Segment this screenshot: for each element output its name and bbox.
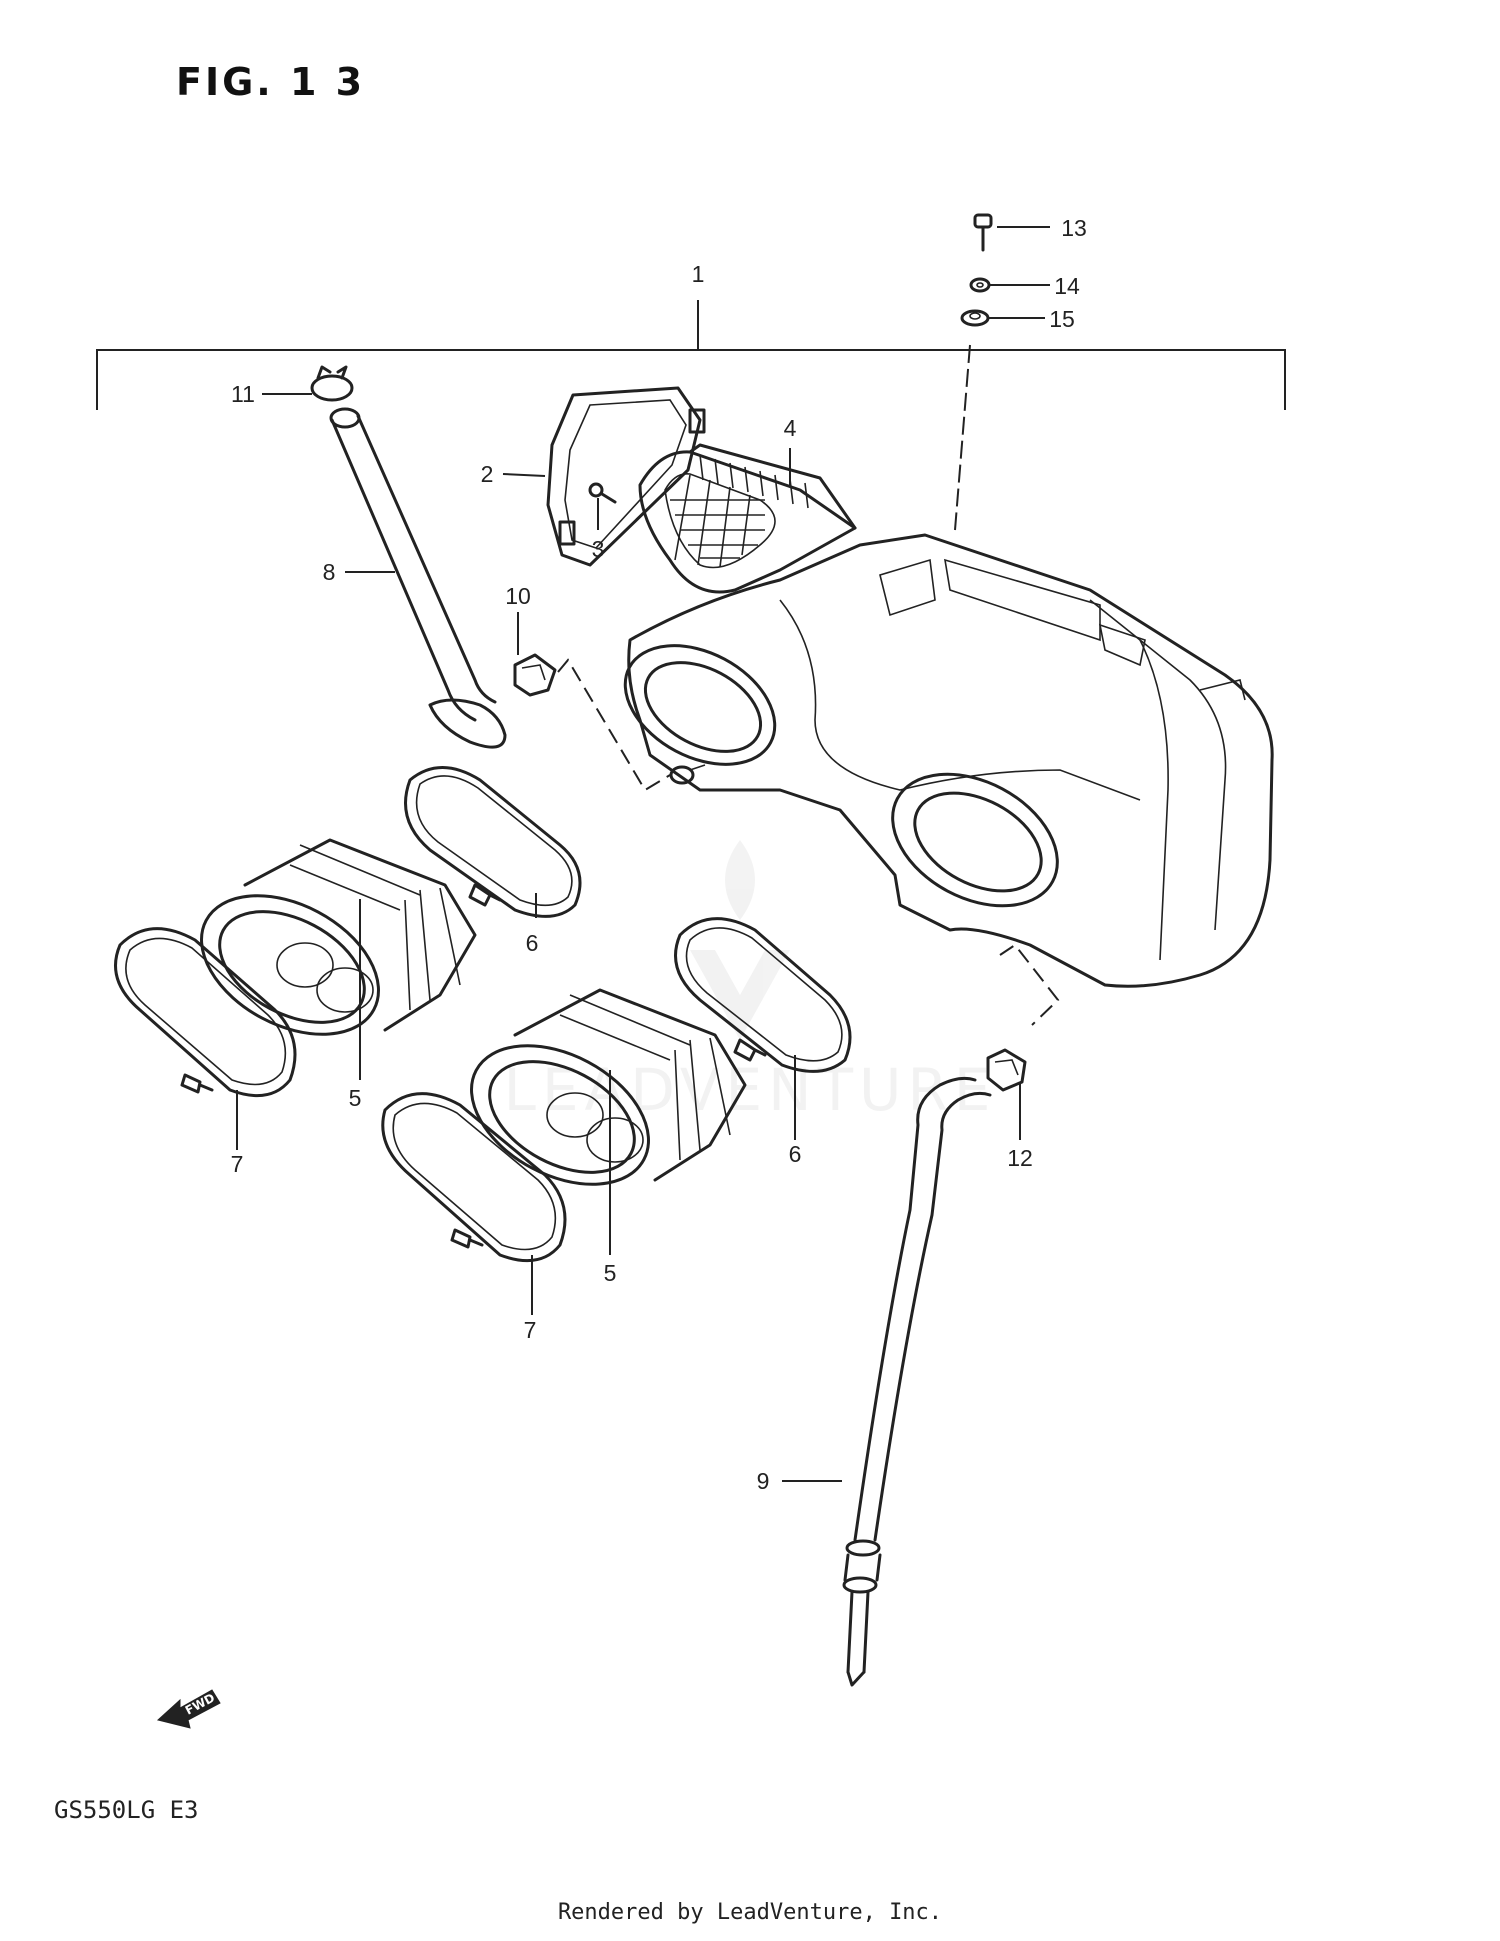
filter-element-4 xyxy=(638,443,857,594)
clip-12 xyxy=(986,1048,1027,1092)
callout-7-right: 7 xyxy=(524,1317,537,1343)
render-credit: Rendered by LeadVenture, Inc. xyxy=(557,1900,943,1925)
callout-5-left: 5 xyxy=(349,1085,362,1111)
drain-hose-9 xyxy=(842,1076,992,1687)
callout-labels: 1 2 3 4 5 5 6 6 7 7 8 9 10 11 12 13 14 1… xyxy=(231,215,1087,1494)
assembly-bracket xyxy=(96,300,1286,410)
model-code: GS550LG E3 xyxy=(54,1796,199,1824)
callout-12: 12 xyxy=(1007,1145,1033,1171)
intake-pipe-5-left xyxy=(200,838,477,1036)
washer-14 xyxy=(969,277,991,293)
callout-10: 10 xyxy=(505,583,531,609)
callout-6-left: 6 xyxy=(526,930,539,956)
clamp-7-left xyxy=(114,927,297,1098)
callout-9: 9 xyxy=(757,1468,770,1494)
callout-4: 4 xyxy=(784,415,797,441)
hose-clamp-11 xyxy=(310,365,354,402)
callout-1: 1 xyxy=(692,261,705,287)
intake-pipe-5-right xyxy=(470,988,747,1186)
bolt-13 xyxy=(973,213,993,252)
callout-6-right: 6 xyxy=(789,1141,802,1167)
callout-3: 3 xyxy=(592,536,605,562)
callout-8: 8 xyxy=(323,559,336,585)
air-cleaner-box-1 xyxy=(623,533,1274,988)
cover-plate-2 xyxy=(546,386,706,567)
breather-hose-8 xyxy=(329,407,507,749)
callout-15: 15 xyxy=(1049,306,1075,332)
callout-11: 11 xyxy=(231,381,255,407)
clip-10 xyxy=(513,653,557,697)
callout-13: 13 xyxy=(1061,215,1087,241)
clamp-6-right xyxy=(674,917,852,1073)
washer-15 xyxy=(960,309,990,327)
watermark-text: LEADVENTURE xyxy=(504,1056,997,1124)
screw-3 xyxy=(588,482,617,504)
callout-14: 14 xyxy=(1054,273,1080,299)
forward-arrow-icon: FWD xyxy=(156,1689,221,1729)
callout-2: 2 xyxy=(481,461,494,487)
callout-5-right: 5 xyxy=(604,1260,617,1286)
clamp-7-right xyxy=(381,1092,567,1263)
callout-7-left: 7 xyxy=(231,1151,244,1177)
clamp-6-left xyxy=(404,766,582,918)
callout-leaders xyxy=(236,226,1050,1482)
figure-title: FIG. 1 3 xyxy=(176,60,366,104)
watermark: LEADVENTURE xyxy=(504,840,997,1124)
